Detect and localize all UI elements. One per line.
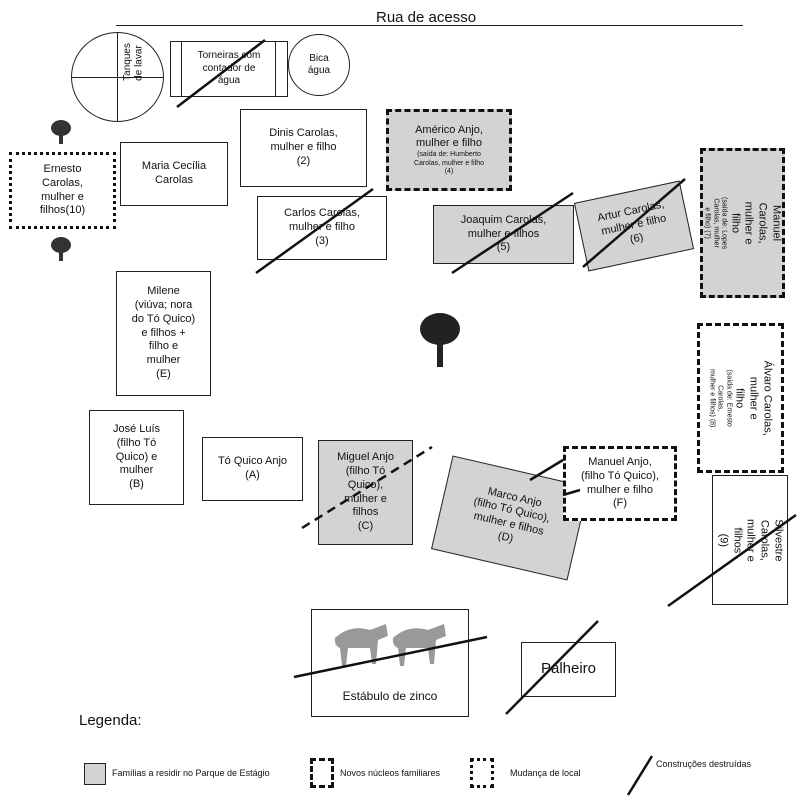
carlos-box: Carlos Carolas, mulher e filho (3) xyxy=(257,196,387,260)
jose-label: José Luís (filho Tó Quico) e mulher (B) xyxy=(112,423,161,491)
tanques-de-lavar: Tanques de lavar xyxy=(71,32,164,122)
estabulo-label: Estábulo de zinco xyxy=(342,689,438,703)
palheiro-box: Palheiro xyxy=(521,642,616,697)
ernesto-label: Ernesto Carolas, mulher e filhos(10) xyxy=(39,163,86,217)
artur-label: Artur Carolas, mulher e filho (6) xyxy=(596,198,668,246)
miguel-box: Miguel Anjo (filho Tó Quico), mulher e f… xyxy=(318,440,413,545)
tanques-label: Tanques de lavar xyxy=(122,43,145,81)
alvaro-label: Álvaro Carolas, mulher e filho xyxy=(734,360,774,436)
americo-note: (saída de: Humberto Carolas, mulher e fi… xyxy=(413,151,485,175)
miguel-label: Miguel Anjo (filho Tó Quico), mulher e f… xyxy=(337,451,394,532)
legend-dashed-swatch xyxy=(310,758,334,788)
bica-label: Bica água xyxy=(307,52,331,77)
legend-title: Legenda: xyxy=(79,712,142,729)
manuel-carolas-note: (saída de: Lopes Carolas, mulher e filho… xyxy=(703,196,728,250)
manuel-anjo-box: Manuel Anjo, (filho Tó Quico), mulher e … xyxy=(563,446,677,521)
torneiras-box: Torneiras com contador de água xyxy=(170,41,288,97)
marco-label: Marco Anjo (filho Tó Quico), mulher e fi… xyxy=(472,485,552,545)
legend-line-swatch xyxy=(626,755,654,796)
bica-circle: Bica água xyxy=(288,34,350,96)
dinis-label: Dinis Carolas, mulher e filho (2) xyxy=(269,127,338,167)
joaquim-label: Joaquim Carolas, mulher e filhos (5) xyxy=(460,213,547,254)
alvaro-note: (saída de: Ernesto Carolas, mulher e fil… xyxy=(708,368,733,428)
maria-box: Maria Cecília Carolas xyxy=(120,142,228,206)
tree-icon xyxy=(50,236,72,262)
torneiras-label: Torneiras com contador de água xyxy=(197,50,261,87)
legend-gray-swatch xyxy=(84,763,106,785)
legend-gray-label: Famílias a residir no Parque de Estágio xyxy=(112,768,270,778)
artur-box: Artur Carolas, mulher e filho (6) xyxy=(573,180,695,272)
estabulo-box: Estábulo de zinco xyxy=(311,609,469,717)
dinis-box: Dinis Carolas, mulher e filho (2) xyxy=(240,109,367,187)
horse-icon xyxy=(388,618,448,672)
palheiro-label: Palheiro xyxy=(540,660,597,678)
horse-icon xyxy=(330,618,390,672)
toquico-box: Tó Quico Anjo (A) xyxy=(202,437,303,501)
americo-label: Américo Anjo, mulher e filho xyxy=(415,123,483,150)
legend-line-label: Construções destruídas xyxy=(656,759,752,769)
milene-label: Milene (viúva; nora do Tó Quico) e filho… xyxy=(131,285,196,380)
manuel-carolas-box: Manuel Carolas, mulher e filho (saída de… xyxy=(700,148,785,298)
toquico-label: Tó Quico Anjo (A) xyxy=(217,455,288,481)
manuel-anjo-label: Manuel Anjo, (filho Tó Quico), mulher e … xyxy=(580,456,660,510)
jose-box: José Luís (filho Tó Quico) e mulher (B) xyxy=(89,410,184,505)
tree-icon xyxy=(50,119,72,145)
americo-box: Américo Anjo, mulher e filho (saída de: … xyxy=(386,109,512,191)
silvestre-box: Silvestre Carolas, mulher e filhos (9) xyxy=(712,475,788,605)
carlos-label: Carlos Carolas, mulher e filho (3) xyxy=(284,207,360,247)
silvestre-label: Silvestre Carolas, mulher e filhos (9) xyxy=(717,518,785,562)
legend-dotted-swatch xyxy=(470,758,494,788)
maria-label: Maria Cecília Carolas xyxy=(141,160,207,186)
manuel-carolas-label: Manuel Carolas, mulher e filho xyxy=(729,201,783,245)
road-line xyxy=(116,25,743,26)
legend-dotted-label: Mudança de local xyxy=(510,768,581,778)
tree-icon xyxy=(419,311,461,369)
alvaro-box: Álvaro Carolas, mulher e filho (saída de… xyxy=(697,323,784,473)
ernesto-box: Ernesto Carolas, mulher e filhos(10) xyxy=(9,152,116,229)
milene-box: Milene (viúva; nora do Tó Quico) e filho… xyxy=(116,271,211,396)
road-label: Rua de acesso xyxy=(376,9,477,26)
joaquim-box: Joaquim Carolas, mulher e filhos (5) xyxy=(433,205,574,264)
legend-dashed-label: Novos núcleos familiares xyxy=(340,768,441,778)
